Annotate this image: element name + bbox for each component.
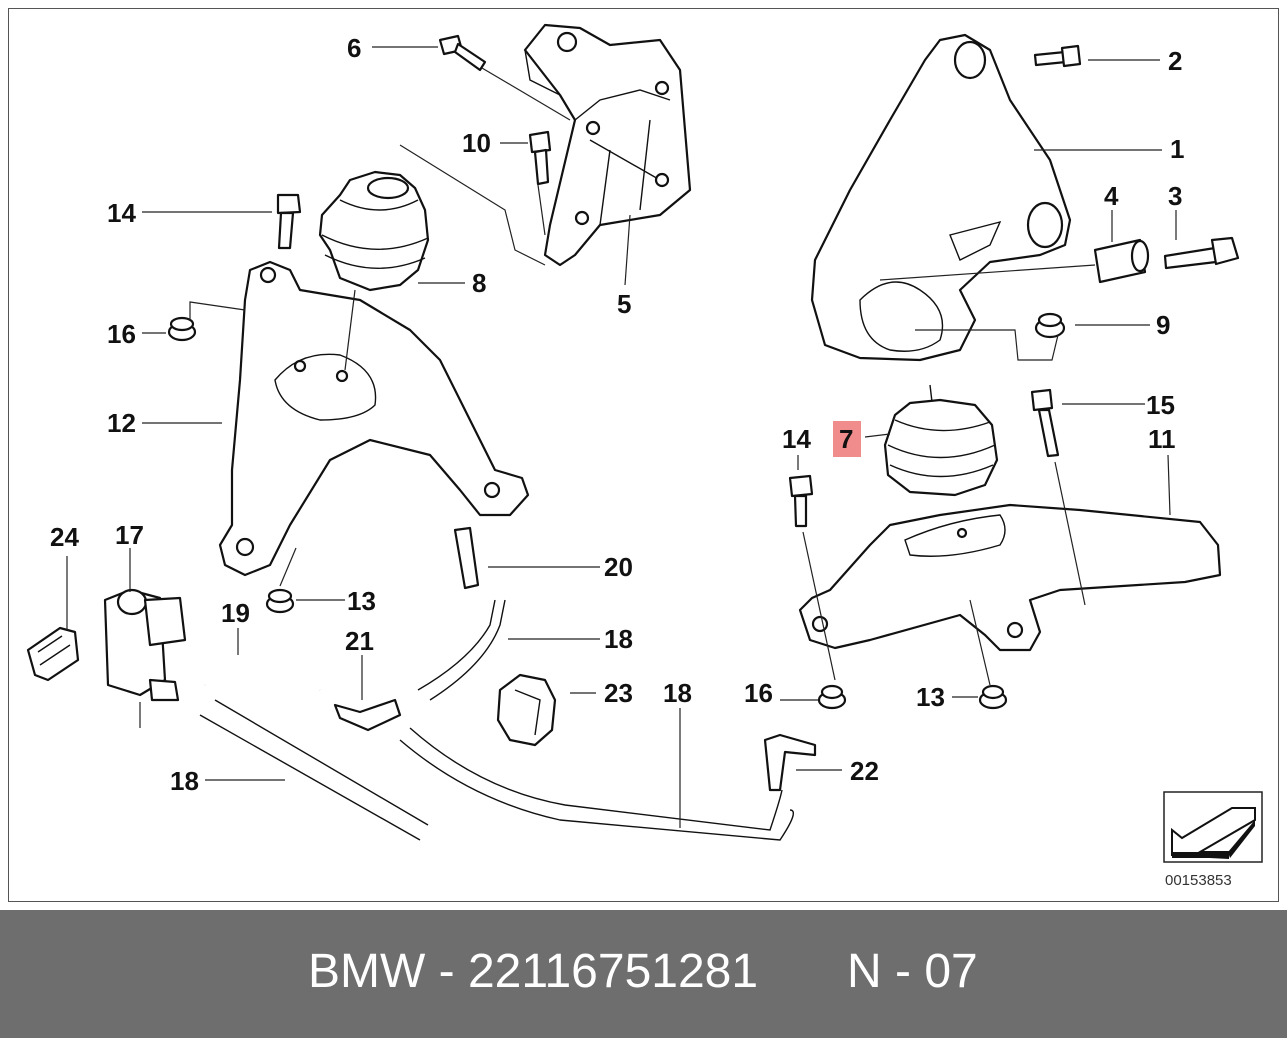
reference-label: N - 07	[847, 945, 978, 998]
callout-14-right: 14	[782, 424, 811, 454]
callout-7: 7	[839, 424, 853, 454]
callout-5: 5	[617, 289, 631, 319]
part-10-bolt	[528, 130, 552, 186]
callout-18-middle: 18	[663, 678, 692, 708]
part-number-label: BMW - 22116751281	[308, 945, 759, 998]
document-id: 00153853	[1165, 872, 1232, 889]
callout-19: 19	[221, 598, 250, 628]
part-14-bolt-right	[788, 474, 814, 528]
callout-21: 21	[345, 626, 374, 656]
part-15-bolt	[1030, 388, 1060, 458]
callout-23: 23	[604, 678, 633, 708]
callout-13-right: 13	[916, 682, 945, 712]
callout-14-left: 14	[107, 198, 136, 228]
part-7-engine-mount	[883, 384, 999, 497]
part-8-engine-mount	[318, 170, 430, 292]
part-16-nut-right	[817, 684, 847, 710]
part-6-bolt	[438, 34, 487, 72]
callout-17: 17	[115, 520, 144, 550]
callout-20: 20	[604, 552, 633, 582]
part-9-nut	[1034, 312, 1066, 339]
part-14-bolt-left	[276, 193, 302, 250]
part-1-bracket	[810, 33, 1072, 362]
callout-9: 9	[1156, 310, 1170, 340]
parts-diagram: 1 2 3 4 5 6 7 8 9 10 11 12 13 13 14 14 1…	[26, 23, 1263, 889]
callout-2: 2	[1168, 46, 1182, 76]
footer-bar	[0, 910, 1287, 1038]
callout-4: 4	[1104, 181, 1119, 211]
callout-7-highlight	[833, 421, 861, 457]
part-16-nut-left	[167, 316, 197, 342]
part-24-clip	[26, 626, 80, 682]
part-13-nut-right	[978, 684, 1008, 710]
callout-8: 8	[472, 268, 486, 298]
part-2-bolt	[1033, 44, 1082, 68]
part-13-nut-left	[265, 588, 295, 614]
callout-1: 1	[1170, 134, 1184, 164]
callout-3: 3	[1168, 181, 1182, 211]
callout-13-left: 13	[347, 586, 376, 616]
part-12-support-arm	[218, 260, 530, 577]
callout-22: 22	[850, 756, 879, 786]
callout-18-top: 18	[604, 624, 633, 654]
callout-11: 11	[1148, 424, 1176, 454]
callout-16-right: 16	[744, 678, 773, 708]
vacuum-hoses	[199, 526, 817, 841]
part-17-valve	[103, 588, 187, 702]
callout-16-left: 16	[107, 319, 136, 349]
callout-12: 12	[107, 408, 136, 438]
callout-15: 15	[1146, 390, 1175, 420]
callout-18-bottom: 18	[170, 766, 199, 796]
part-4-sleeve	[1093, 238, 1150, 284]
part-11-support-arm	[798, 503, 1222, 652]
part-5-bracket	[523, 23, 692, 267]
callout-10: 10	[462, 128, 491, 158]
orientation-arrow-icon	[1163, 791, 1263, 863]
part-23-clip	[496, 673, 557, 747]
callout-24: 24	[50, 522, 79, 552]
part-3-bolt	[1163, 236, 1240, 270]
callout-6: 6	[347, 33, 361, 63]
leader-lines	[66, 46, 1177, 828]
callout-labels: 1 2 3 4 5 6 7 8 9 10 11 12 13 13 14 14 1…	[50, 33, 1184, 796]
